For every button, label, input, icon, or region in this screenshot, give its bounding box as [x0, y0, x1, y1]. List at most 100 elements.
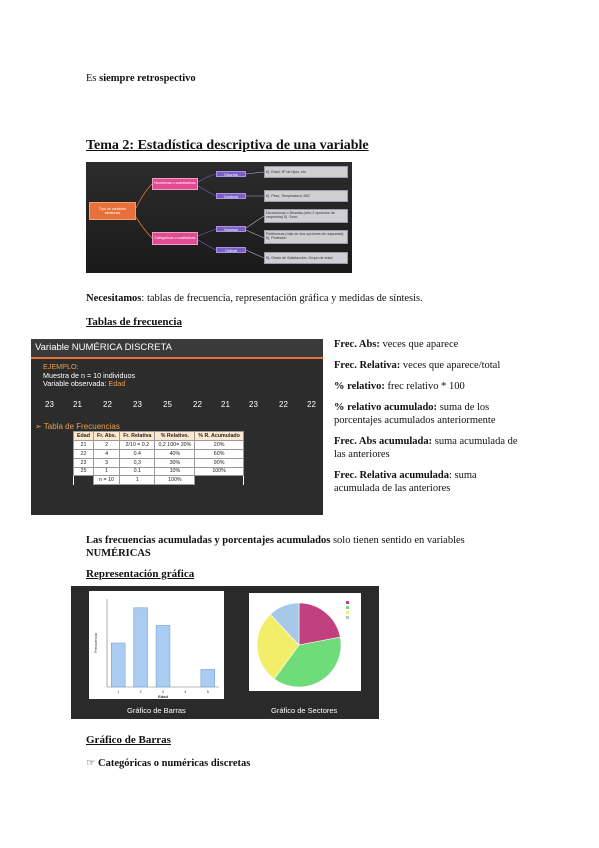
cumulative-note-numeric: NUMÉRICAS — [86, 548, 151, 559]
section-graphic-representation: Representación gráfica — [86, 568, 195, 580]
definition-item: Frec. Relativa: veces que aparece/total — [334, 359, 520, 372]
sample-value: 22 — [193, 400, 202, 409]
table-cell: 60% — [194, 448, 244, 459]
mindmap-slide: Tipo de variables aleatorias Numéricas o… — [86, 162, 352, 273]
table-cell: 20% — [194, 440, 244, 450]
mindmap-node-continua: Continua — [216, 193, 246, 199]
intro-pre: Es — [86, 73, 100, 84]
table-cell: 100% — [194, 466, 244, 477]
slide-observed-line: Variable observada: Edad — [43, 379, 135, 389]
sample-value: 23 — [133, 400, 142, 409]
table-header: % Relativo. — [154, 430, 196, 442]
definition-term: Frec. Relativa acumulada — [334, 470, 449, 481]
table-row: 25 1 0.1 10% 100% — [73, 466, 244, 477]
table-header-row: Edad Fr. Abs. Fr. Relativa % Relativo. %… — [73, 430, 244, 442]
table-header: Fr. Relativa — [119, 430, 156, 442]
slide-observed-prefix: Variable observada: — [43, 379, 109, 388]
table-cell-empty — [73, 475, 94, 485]
bar — [133, 607, 148, 688]
frequency-table: Edad Fr. Abs. Fr. Relativa % Relativo. %… — [73, 430, 244, 486]
mindmap-desc-nominal-2: Politómicas (más de dos opciones de resp… — [264, 230, 348, 244]
definition-text: suma de los porcentajes acumulados anter… — [334, 402, 496, 426]
definition-term: % relativo: — [334, 381, 385, 392]
mindmap-desc-ordinal: Ej. Grado de Satisfacción, Grupo de edad — [264, 252, 348, 264]
definition-text: veces que aparece — [379, 339, 459, 350]
topic-title: Tema 2: Estadística descriptiva de una v… — [86, 138, 369, 153]
sample-value: 23 — [45, 400, 54, 409]
table-cell: 0,2 100= 20% — [154, 440, 196, 450]
legend-swatch — [346, 611, 349, 614]
bar — [200, 669, 215, 688]
mindmap-desc-nominal-1: Dicotómicas o Binarias (sólo 2 opciones … — [264, 209, 348, 223]
cumulative-note: Las frecuencias acumuladas y porcentajes… — [86, 534, 506, 560]
definition-item: Frec. Relativa acumulada: suma acumulada… — [334, 469, 520, 495]
bullet-text: Categóricas o numéricas discretas — [98, 758, 251, 769]
legend-swatch — [346, 606, 349, 609]
table-cell: 1 — [119, 475, 156, 486]
definition-text: suma acumulada de las anteriores — [334, 436, 518, 460]
table-header: Edad — [73, 430, 94, 442]
table-cell: 21 — [73, 440, 94, 450]
sample-value: 21 — [73, 400, 82, 409]
table-cell: 30% — [154, 457, 196, 468]
cumulative-note-text: solo tienen sentido en variables — [330, 535, 465, 546]
caption-bar-chart: Gráfico de Barras — [127, 706, 186, 715]
table-cell: 1 — [92, 466, 121, 477]
slide-observed-value: Edad — [108, 379, 126, 388]
slide-table-subtitle: ➢ Tabla de Frecuencias — [35, 422, 120, 431]
y-axis-label: Frecuencia — [93, 632, 98, 653]
mindmap-branch-categorical: Categóricas o cualitativas — [152, 232, 198, 245]
mindmap-node-ordinal: Ordinal — [216, 247, 246, 253]
definition-text: : suma acumulada de las anteriores — [334, 470, 477, 494]
table-cell: 90% — [194, 457, 244, 468]
mindmap-root: Tipo de variables aleatorias — [89, 202, 136, 220]
legend-swatch — [346, 616, 349, 619]
table-cell: 23 — [73, 457, 94, 468]
sample-value: 25 — [163, 400, 172, 409]
bar-tick-label: 3 — [162, 690, 164, 694]
table-row: 22 4 0.4 40% 60% — [73, 448, 244, 459]
table-cell: 0.4 — [119, 448, 156, 459]
table-header: % R. Acumulado — [194, 430, 244, 442]
definition-item: % relativo: frec relativo * 100 — [334, 380, 520, 393]
table-cell: 100% — [154, 475, 196, 486]
table-cell: 2 — [92, 440, 121, 450]
section-frequency-tables: Tablas de frecuencia — [86, 316, 182, 328]
bar — [111, 642, 126, 688]
needs-line: Necesitamos: tablas de frecuencia, repre… — [86, 293, 423, 304]
bar-tick-label: 4 — [184, 690, 186, 694]
frequency-table-slide: Variable NUMÉRICA DISCRETA EJEMPLO: Mues… — [31, 339, 323, 515]
definition-term: Frec. Relativa: — [334, 360, 401, 371]
table-cell: 3 — [92, 457, 121, 468]
definition-text: veces que aparece/total — [400, 360, 501, 371]
table-cell: 0.1 — [119, 466, 156, 477]
frequency-definitions: Frec. Abs: veces que aparece Frec. Relat… — [334, 338, 520, 503]
slide-example-block: EJEMPLO: Muestra de n = 10 individuos Va… — [43, 362, 136, 389]
needs-rest: : tablas de frecuencia, representación g… — [141, 293, 423, 304]
sample-value: 22 — [103, 400, 112, 409]
table-row: 21 2 2/10 = 0.2 0,2 100= 20% 20% — [73, 440, 244, 450]
sample-value: 22 — [307, 400, 316, 409]
mindmap-node-discreta: Discreta — [216, 171, 246, 177]
sample-value: 23 — [249, 400, 258, 409]
slide-table-accent — [31, 357, 323, 359]
slide-sample-line: Muestra de n = 10 individuos — [43, 370, 136, 380]
mindmap-branch-numeric: Numéricas o cuantitativas — [152, 178, 198, 190]
table-total-row: n = 10 1 100% — [73, 475, 244, 486]
table-cell: 22 — [73, 448, 94, 459]
sample-value: 21 — [221, 400, 230, 409]
table-cell: 2/10 = 0.2 — [119, 440, 156, 450]
caption-pie-chart: Gráfico de Sectores — [271, 706, 338, 715]
mindmap-desc-discreta: Ej. Edad, Nº de hijos, etc. — [264, 166, 348, 178]
pie-slice — [273, 636, 342, 688]
bullet-line: ☞ Categóricas o numéricas discretas — [86, 757, 250, 769]
definition-item: Frec. Abs acumulada: suma acumulada de l… — [334, 435, 520, 461]
bar-tick-label: 2 — [140, 690, 142, 694]
table-cell: 0,3 — [119, 457, 156, 468]
pie-slice — [298, 602, 341, 646]
table-cell: 4 — [92, 448, 121, 459]
table-cell: n = 10 — [92, 475, 121, 486]
